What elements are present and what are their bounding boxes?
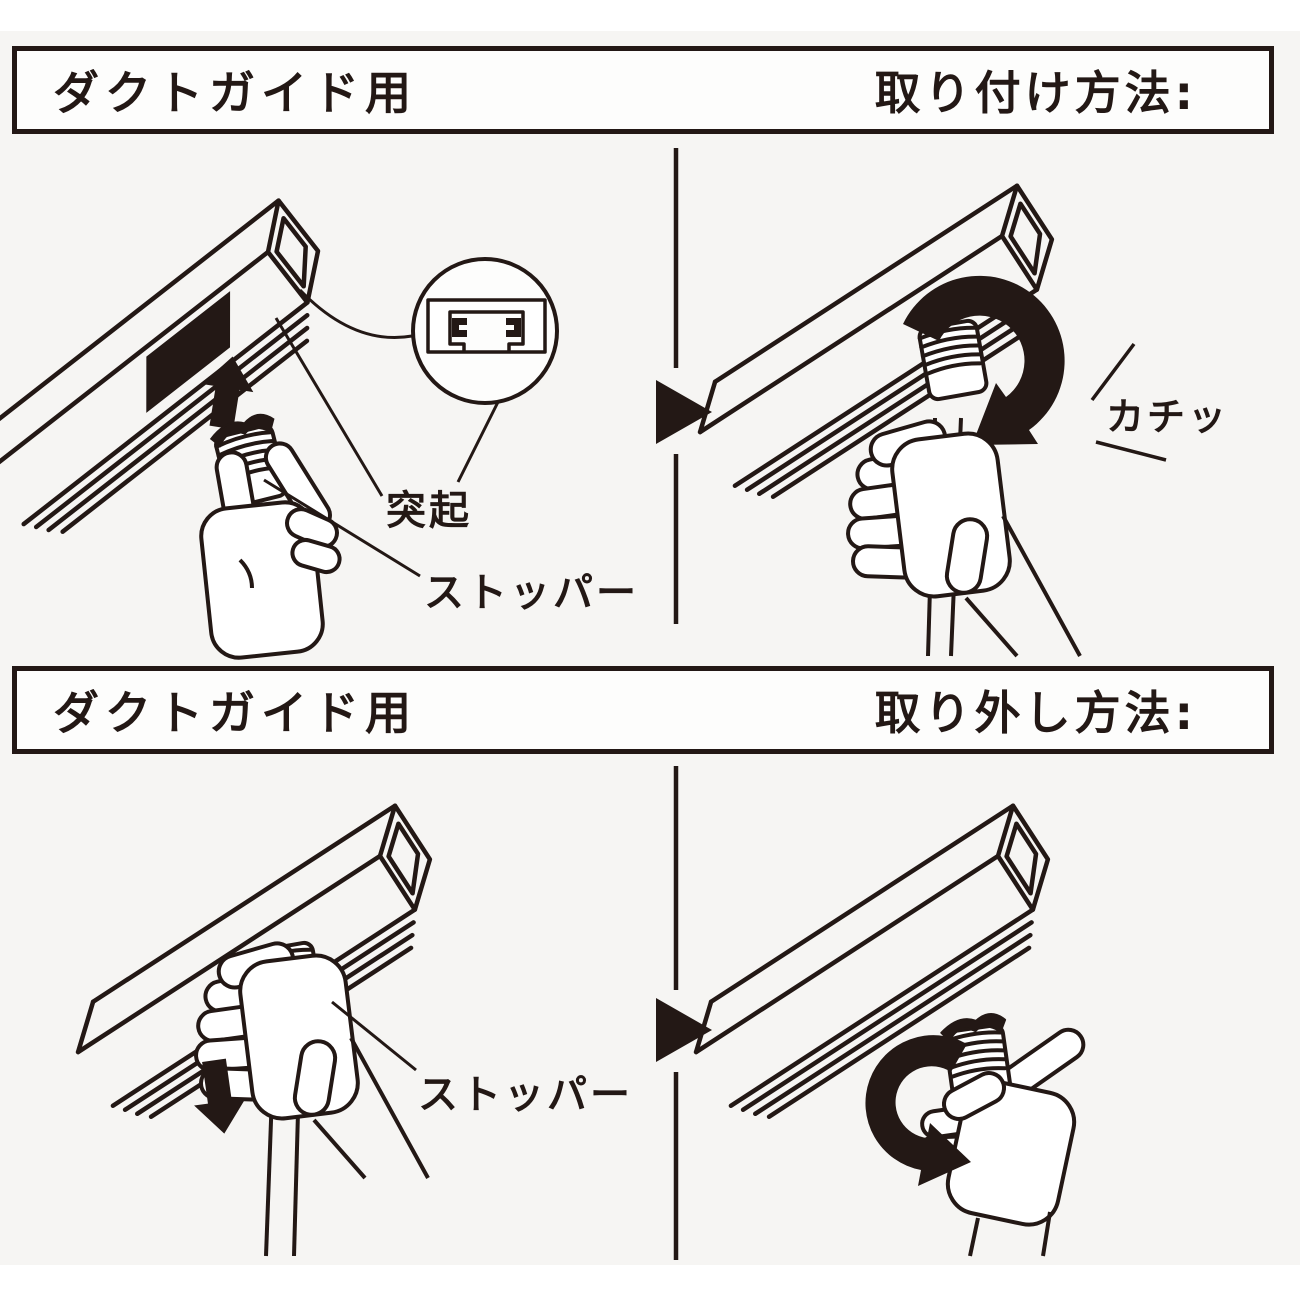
panel-install-step1 (0, 201, 559, 660)
hand-gripping (845, 415, 1082, 658)
remove-method-title: 取り外し方法: (874, 686, 1197, 740)
remove-header-bar: ダクトガイド用 取り外し方法: (12, 666, 1274, 754)
panel-install-step2 (682, 186, 1167, 658)
click-sound-label: カチッ (1106, 395, 1230, 439)
pull-down-arrow-icon (194, 1058, 246, 1134)
stopper-label: ストッパー (418, 1072, 633, 1118)
hand-pinching (199, 441, 342, 660)
contact-protrusion-left (452, 318, 467, 337)
click-emphasis-marks (1090, 342, 1167, 462)
hand-holding-stopper (918, 1010, 1086, 1257)
rotate-counterclockwise-arrow-icon (865, 1035, 971, 1186)
push-up-arrow-icon (201, 356, 254, 430)
step-divider-remove (656, 766, 712, 1260)
next-step-triangle-icon (656, 998, 712, 1062)
panel-remove-step1 (60, 806, 465, 1257)
stopper-label: ストッパー (424, 570, 639, 616)
hand-gripping (193, 937, 430, 1180)
panel-remove-step2 (678, 806, 1086, 1257)
leader-line-stopper (331, 1000, 417, 1072)
next-step-triangle-icon (656, 380, 712, 444)
step-divider-install (656, 148, 712, 624)
install-method-title: 取り付け方法: (874, 66, 1197, 120)
duct-guide-title: ダクトガイド用 (53, 686, 417, 740)
protrusion-label: 突起 (386, 488, 472, 534)
contact-protrusion-right (506, 318, 521, 337)
leader-lines-install (263, 288, 500, 578)
install-header-bar: ダクトガイド用 取り付け方法: (12, 46, 1274, 134)
duct-guide-title: ダクトガイド用 (53, 66, 417, 120)
rotate-clockwise-arrow-icon (903, 275, 1065, 445)
cross-section-detail (411, 257, 559, 405)
track-slot-opening (146, 291, 231, 413)
